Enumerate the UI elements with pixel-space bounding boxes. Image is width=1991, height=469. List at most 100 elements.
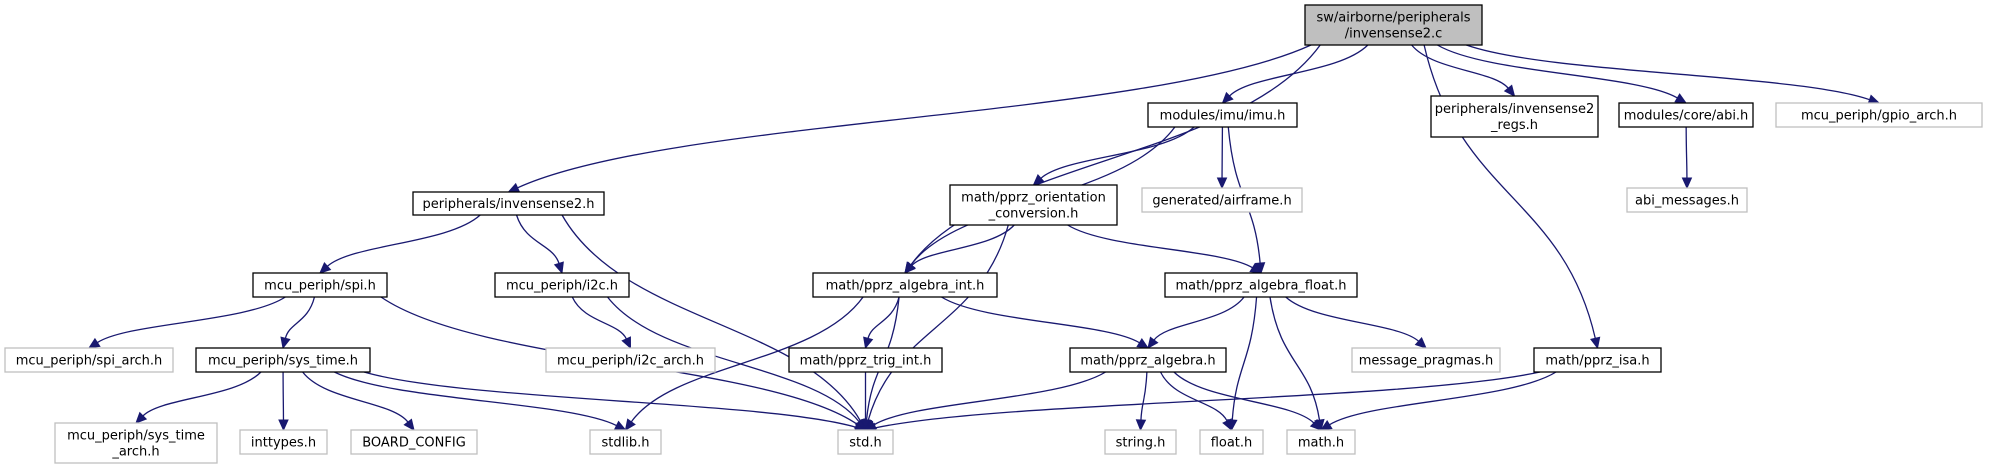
node-box [949,184,1118,226]
node-i2c[interactable]: mcu_periph/i2c.h [494,272,630,298]
node-box [1147,102,1298,128]
arrowhead-trig-to-std [860,419,871,432]
node-box [54,422,218,464]
node-label: mcu_periph/spi.h [264,279,376,294]
node-spi[interactable]: mcu_periph/spi.h [252,272,388,298]
node-label: string.h [1116,436,1166,451]
node-math: math.h [1286,429,1356,455]
node-label: math/pprz_isa.h [1545,354,1649,369]
arrowhead-algint-to-stdlib [624,418,636,431]
node-label: math/pprz_algebra_int.h [826,279,985,294]
edge-spi-to-systime [284,296,316,339]
node-label: mcu_periph/sys_time.h [208,354,358,369]
node-label: std.h [849,436,882,451]
node-box [545,347,716,373]
node-board: BOARD_CONFIG [350,429,478,455]
edge-algfloat-to-math [1269,296,1321,421]
node-algfloat[interactable]: math/pprz_algebra_float.h [1164,272,1358,298]
arrowhead-root-to-regs [1503,84,1516,97]
node-label: mcu_periph/gpio_arch.h [1801,109,1957,124]
node-box [1141,187,1303,213]
node-label: math.h [1298,436,1344,451]
node-label: abi_messages.h [1635,194,1739,209]
node-orient[interactable]: math/pprz_orientation_conversion.h [949,184,1118,226]
edge-imu-to-orient [1040,126,1195,179]
arrowhead-imu-to-orient [1032,174,1045,186]
node-label: stdlib.h [602,436,650,451]
node-label: BOARD_CONFIG [362,436,466,451]
node-box [1533,347,1662,373]
arrowhead-isa-to-math [1319,419,1333,431]
node-label: math/pprz_algebra.h [1080,354,1215,369]
node-trig[interactable]: math/pprz_trig_int.h [788,347,943,373]
node-box [350,429,478,455]
edge-i2c-to-i2carch [571,296,627,340]
node-label: inttypes.h [251,436,316,451]
node-algint[interactable]: math/pprz_algebra_int.h [812,272,998,298]
node-systimearch: mcu_periph/sys_time_arch.h [54,422,218,464]
edge-inv2h-to-i2c [515,214,560,264]
edge-algfloat-to-float [1231,296,1258,421]
node-gpio: mcu_periph/gpio_arch.h [1775,102,1983,128]
node-box [1104,429,1177,455]
node-isa[interactable]: math/pprz_isa.h [1533,347,1662,373]
edge-systime-to-std [363,371,857,428]
node-box [239,429,328,455]
node-alg[interactable]: math/pprz_algebra.h [1069,347,1227,373]
edge-isa-to-std [875,371,1541,429]
arrowhead-systime-to-board [403,418,415,431]
node-label: modules/imu/imu.h [1160,109,1286,124]
node-inttypes: inttypes.h [239,429,328,455]
edge-inv2h-to-spi [326,214,481,267]
node-systime[interactable]: mcu_periph/sys_time.h [195,347,371,373]
edge-orient-to-std [867,224,1009,421]
node-label: mcu_periph/i2c_arch.h [557,354,704,369]
arrowhead-alg-to-math [1309,418,1322,431]
node-i2carch: mcu_periph/i2c_arch.h [545,347,716,373]
arrowhead-algfloat-to-alg [1147,336,1159,349]
node-abi[interactable]: modules/core/abi.h [1618,102,1754,128]
arrowhead-inv2h-to-spi [319,262,332,274]
node-box [1286,429,1356,455]
node-abimsg: abi_messages.h [1626,187,1748,213]
node-box [252,272,388,298]
node-label: float.h [1211,436,1253,451]
arrowhead-spi-to-systime [280,336,291,350]
arrowhead-algint-to-trig [863,336,874,350]
node-label: modules/core/abi.h [1624,109,1749,124]
arrowhead-root-to-imu [1221,91,1234,104]
edge-inv2h-to-std [561,214,862,422]
edge-i2c-to-std [607,296,860,423]
node-regs[interactable]: peripherals/invensense2_regs.h [1430,95,1599,138]
node-box [4,347,174,373]
node-box [1430,95,1599,138]
edge-root-to-inv2h [517,44,1312,189]
edge-alg-to-float [1159,371,1228,422]
node-pragmas: message_pragmas.h [1351,347,1501,373]
node-label: sw/airborne/peripherals [1316,11,1470,26]
node-box [494,272,630,298]
edge-systime-to-board [302,371,409,423]
arrowhead-root-to-inv2h [507,182,521,193]
node-box [195,347,371,373]
node-inv2h[interactable]: peripherals/invensense2.h [412,191,605,216]
edge-root-to-abi [1437,44,1678,99]
node-label: math/pprz_algebra_float.h [1176,279,1347,294]
node-airframe: generated/airframe.h [1141,187,1303,213]
node-string: string.h [1104,429,1177,455]
node-root[interactable]: sw/airborne/peripherals/invensense2.c [1304,4,1483,46]
node-std: std.h [837,429,894,455]
node-label: mcu_periph/i2c.h [506,279,618,294]
node-stdlib: stdlib.h [589,429,662,455]
node-label: peripherals/invensense2.h [423,197,595,212]
node-imu[interactable]: modules/imu/imu.h [1147,102,1298,128]
node-label: peripherals/invensense2 [1435,102,1595,117]
edge-alg-to-std [873,371,1106,426]
node-float: float.h [1199,429,1264,455]
edge-algint-to-alg [941,296,1140,344]
arrowhead-abi-to-abimsg [1681,177,1693,190]
node-box [412,191,605,216]
edge-alg-to-string [1140,371,1148,421]
edge-root-to-gpio [1466,44,1870,101]
